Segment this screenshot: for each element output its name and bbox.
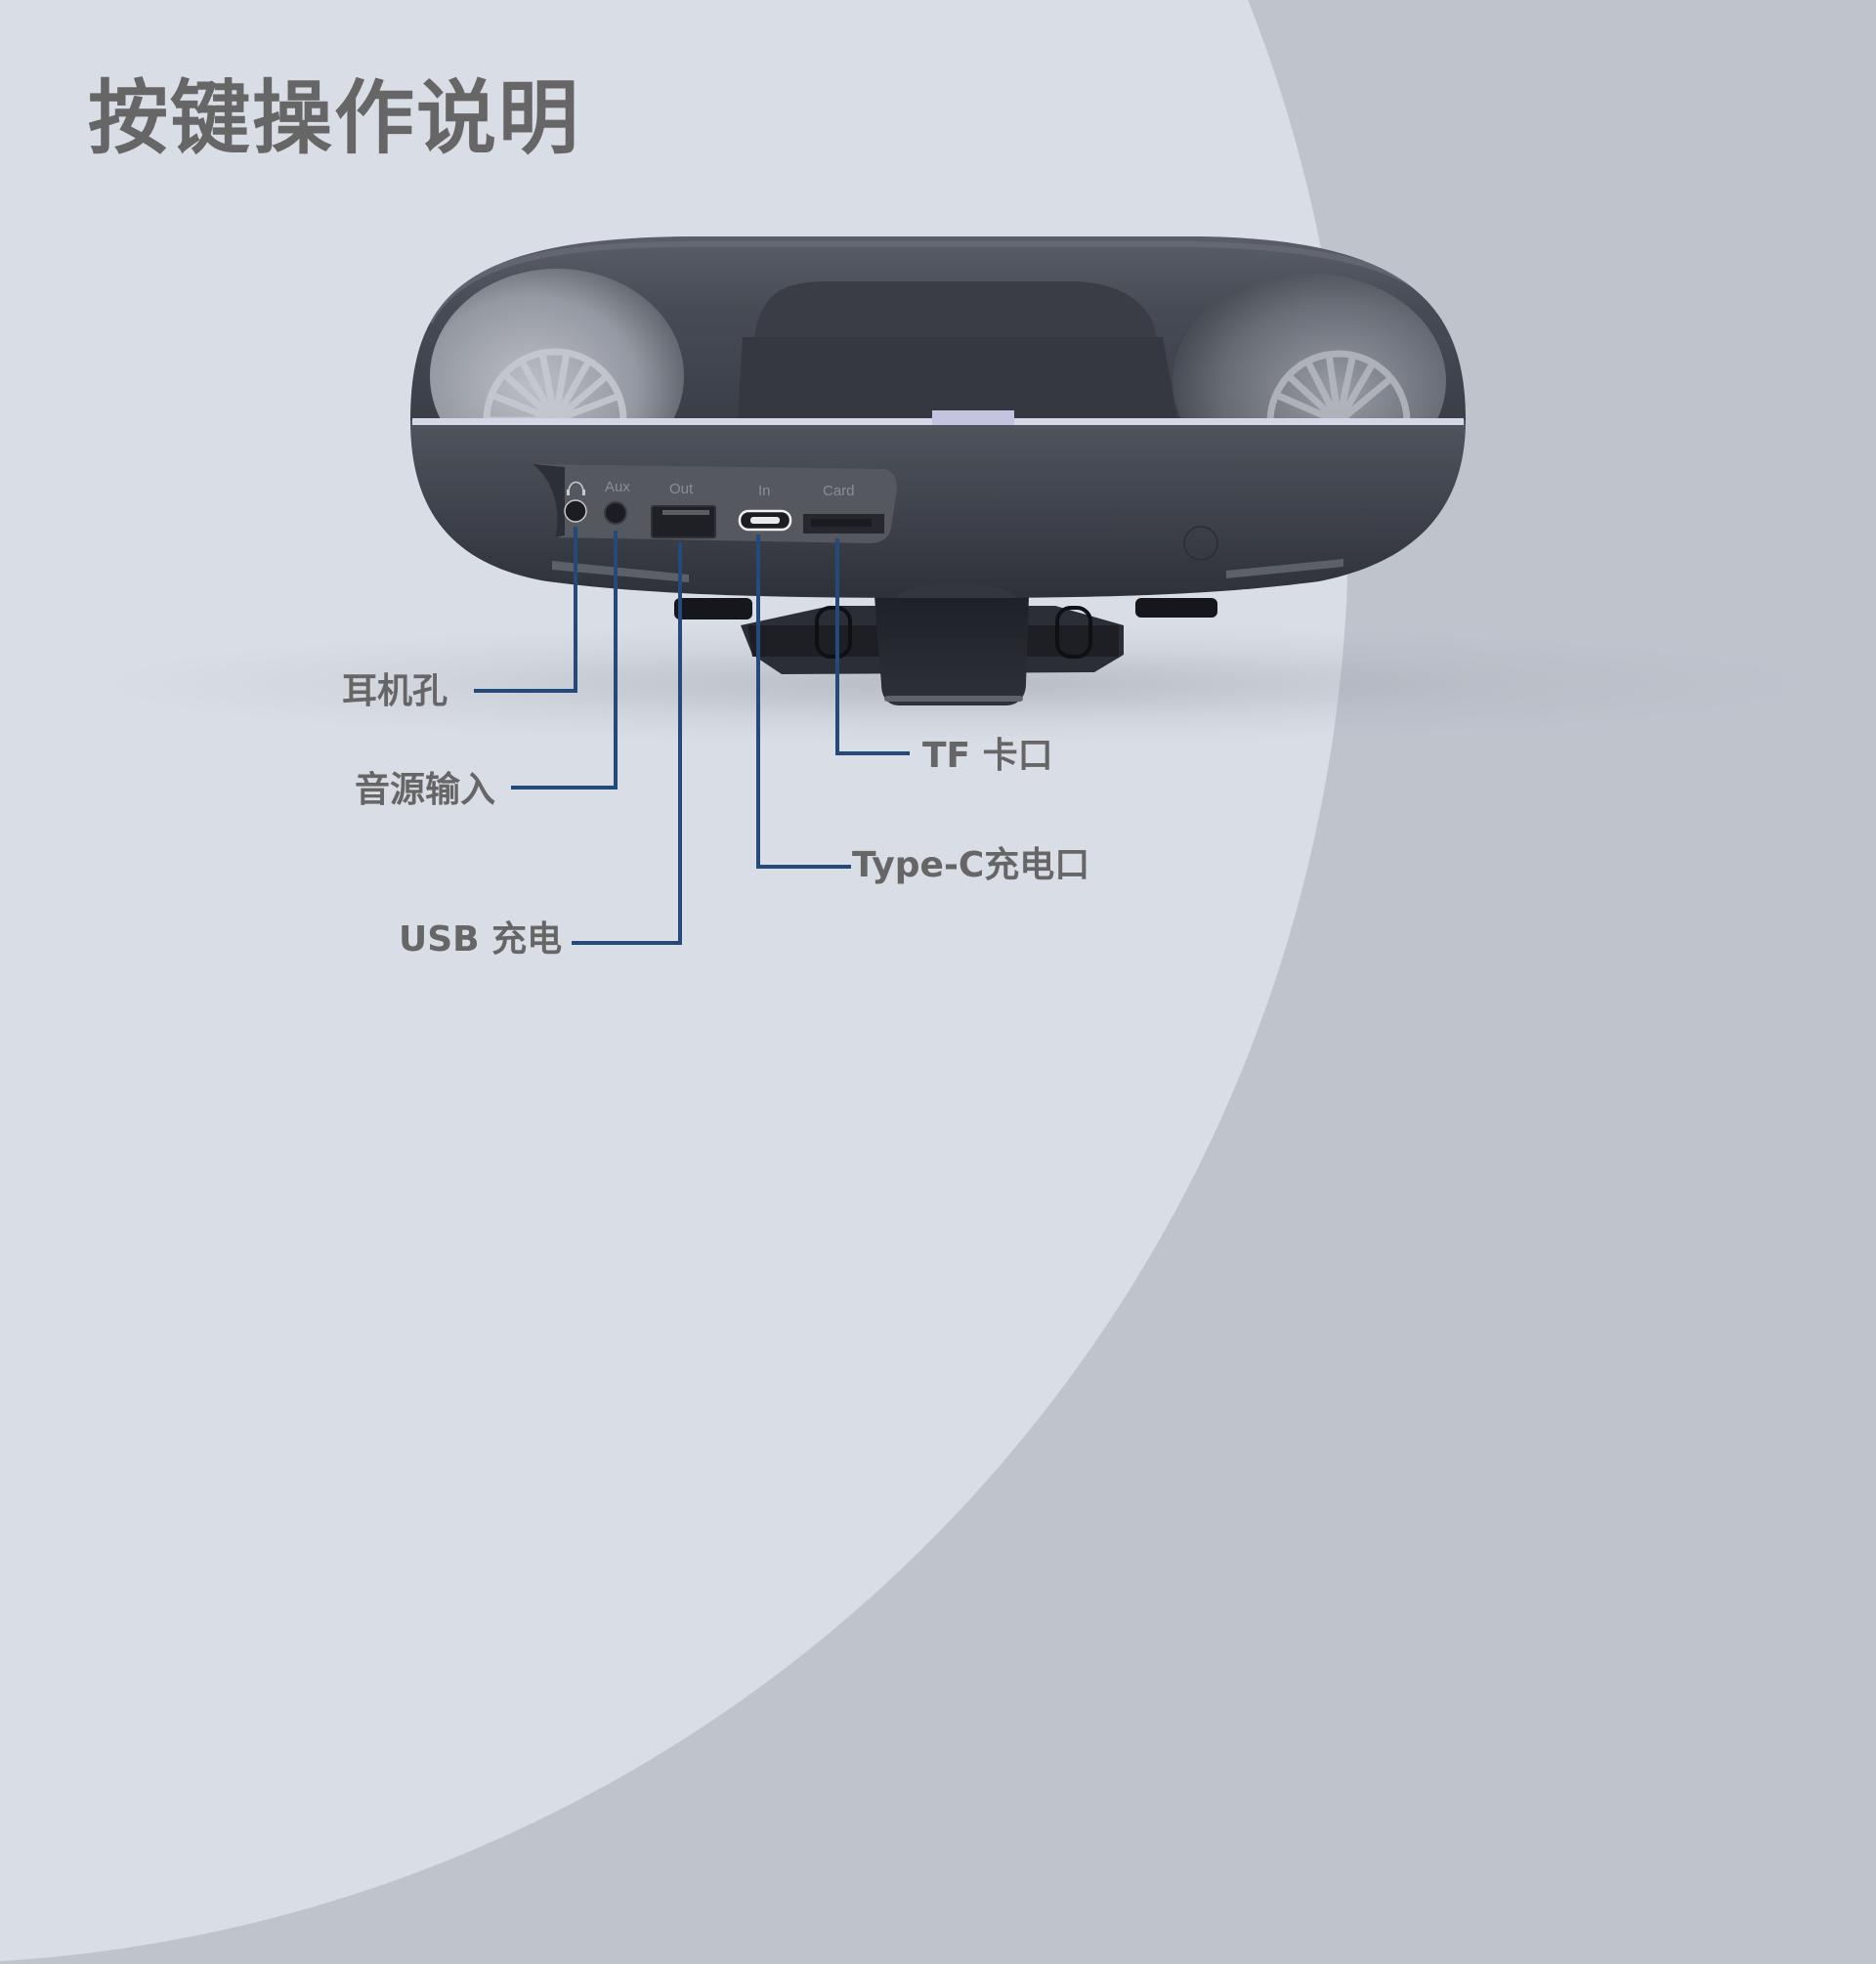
callout-headphone-jack: 耳机孔 [342,671,448,711]
callout-tf-card-slot: TF 卡口 [922,736,1053,776]
port-panel [533,464,897,543]
side-button [1183,526,1218,561]
leader-line-aux-horizontal [511,786,618,790]
headphone-icon [568,481,584,493]
leader-line-headphone-vertical [574,527,577,693]
port-label-out: Out [669,481,694,497]
port-label-aux: Aux [605,479,630,495]
port-label-in: In [758,483,771,499]
callout-typec-charge-port: Type-C充电口 [852,845,1090,885]
port-label-card: Card [823,483,855,499]
callout-usb-charge: USB 充电 [399,919,563,960]
page-title: 按键操作说明 [88,72,581,165]
leader-line-usb-vertical [678,542,682,945]
device-lower-body [410,420,1466,598]
leader-line-tf-vertical [835,538,839,755]
leader-line-tf-horizontal [835,751,910,755]
leader-line-usb-horizontal [572,941,682,945]
callout-audio-input: 音源输入 [355,770,496,810]
leader-line-typec-horizontal [756,865,851,869]
leader-line-headphone-horizontal [474,689,577,693]
leader-line-aux-vertical [614,531,618,790]
leader-line-typec-vertical [756,534,760,869]
speaker-device [410,236,1466,705]
